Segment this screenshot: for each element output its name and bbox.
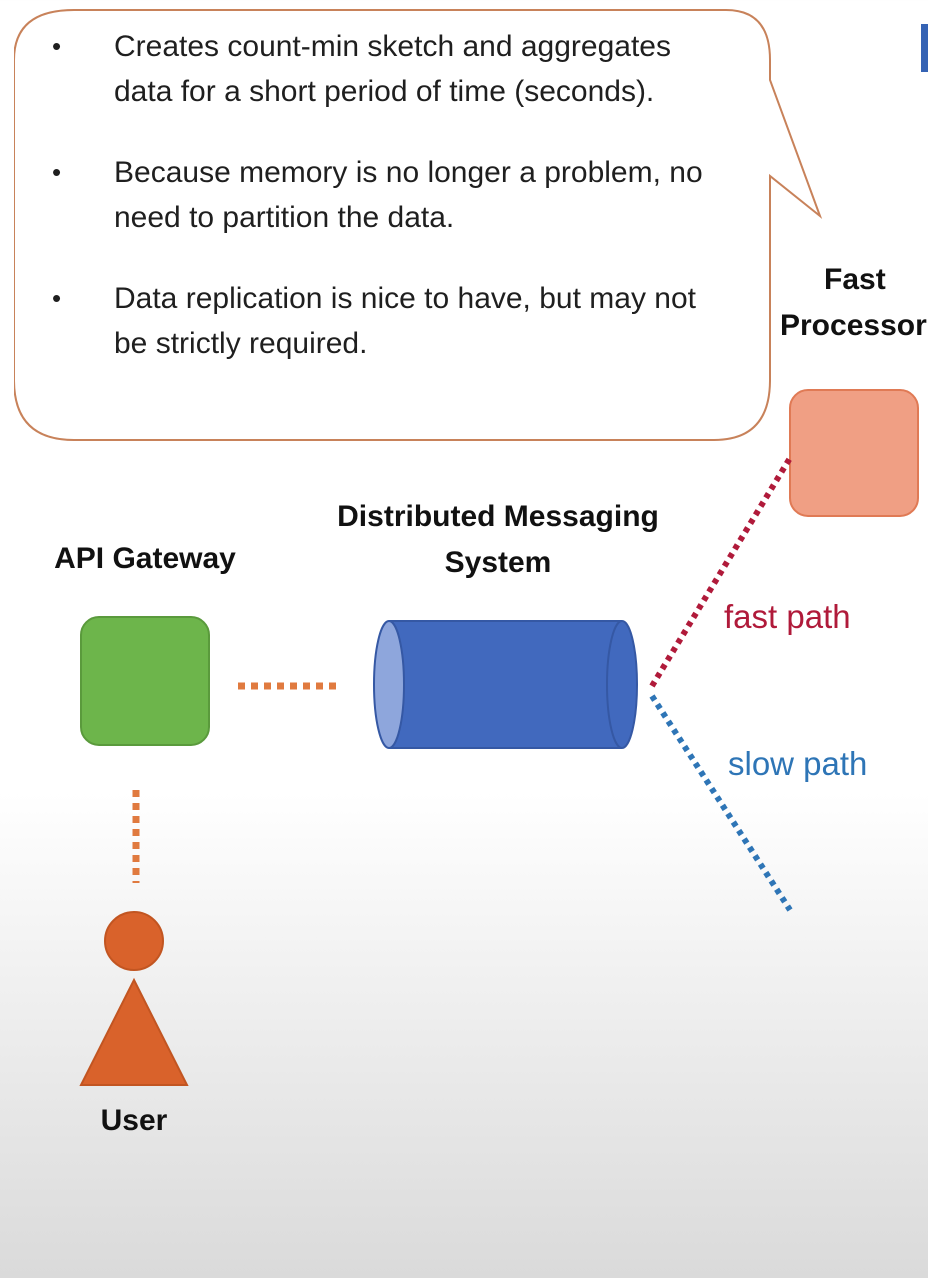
slow-path-connector bbox=[649, 694, 793, 912]
bullet-text: Data replication is nice to have, but ma… bbox=[114, 282, 696, 360]
fast-processor-label-line1: Fast bbox=[824, 263, 886, 296]
user-label: User bbox=[100, 1104, 168, 1137]
fast-processor-label: Fast Processor bbox=[776, 257, 928, 349]
slide-edge-accent bbox=[921, 24, 928, 72]
messaging-system-label: Distributed Messaging System bbox=[318, 494, 678, 586]
bullet-text: Because memory is no longer a problem, n… bbox=[114, 156, 703, 234]
callout-bullet: • Data replication is nice to have, but … bbox=[52, 276, 732, 366]
slow-path-label: slow path bbox=[728, 745, 868, 782]
bullet-text: Creates count-min sketch and aggregates … bbox=[114, 30, 671, 108]
callout-bullet: • Creates count-min sketch and aggregate… bbox=[52, 24, 732, 114]
fast-processor-label-line2: Processor bbox=[780, 309, 927, 342]
api-gateway-box bbox=[80, 616, 210, 746]
user-icon bbox=[79, 911, 189, 1086]
messaging-system-cylinder bbox=[373, 620, 638, 749]
bullet-icon: • bbox=[52, 283, 62, 313]
bullet-icon: • bbox=[52, 157, 62, 187]
fast-path-connector bbox=[649, 456, 793, 688]
messaging-system-label-line2: System bbox=[444, 546, 552, 579]
callout-bullet: • Because memory is no longer a problem,… bbox=[52, 150, 732, 240]
bullet-icon: • bbox=[52, 31, 62, 61]
fast-processor-box bbox=[789, 389, 919, 517]
fast-path-label: fast path bbox=[724, 598, 851, 635]
api-gateway-label: API Gateway bbox=[54, 542, 236, 575]
callout-text: • Creates count-min sketch and aggregate… bbox=[52, 24, 732, 402]
callout-bubble bbox=[14, 9, 823, 441]
messaging-system-label-line1: Distributed Messaging bbox=[337, 500, 659, 533]
